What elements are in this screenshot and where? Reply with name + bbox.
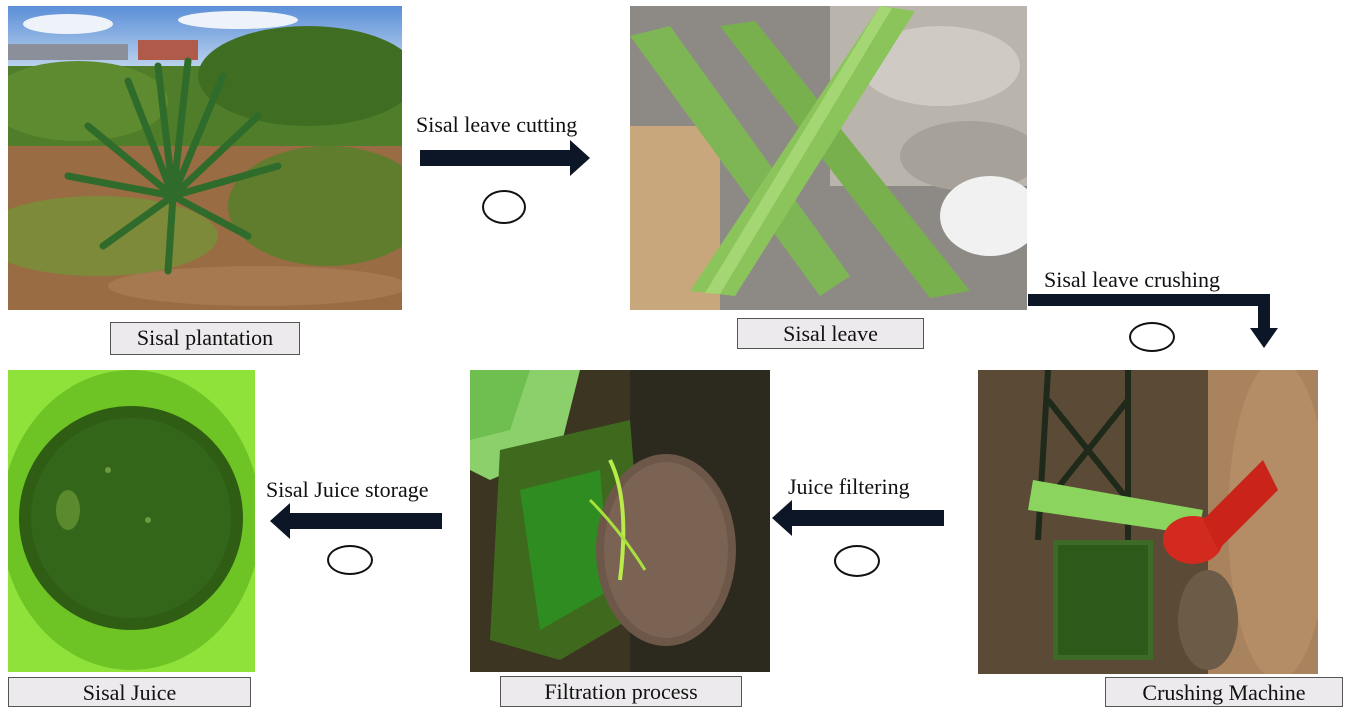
sisal-plantation-label: Sisal plantation (110, 322, 300, 355)
filtration-process-label: Filtration process (500, 676, 742, 707)
sisal-leave-label: Sisal leave (737, 318, 924, 349)
filtering-step-circle (834, 545, 880, 577)
sisal-juice-photo (8, 370, 255, 672)
cutting-step-circle (482, 190, 526, 224)
sisal-plantation-photo (8, 6, 402, 310)
storage-arrow-icon (270, 503, 442, 539)
step-filtering-text: Juice filtering (788, 474, 910, 500)
filtering-arrow-icon (772, 500, 944, 536)
step-storage-text: Sisal Juice storage (266, 477, 429, 503)
crushing-step-circle (1129, 322, 1175, 352)
crushing-machine-photo (978, 370, 1318, 674)
filtration-process-photo (470, 370, 770, 672)
crushing-machine-label: Crushing Machine (1105, 677, 1343, 707)
sisal-juice-label: Sisal Juice (8, 677, 251, 707)
step-crushing-text: Sisal leave crushing (1044, 267, 1220, 293)
sisal-leave-photo (630, 6, 1027, 310)
step-cutting-text: Sisal leave cutting (416, 112, 577, 138)
storage-step-circle (327, 545, 373, 575)
cutting-arrow-icon (420, 140, 590, 176)
